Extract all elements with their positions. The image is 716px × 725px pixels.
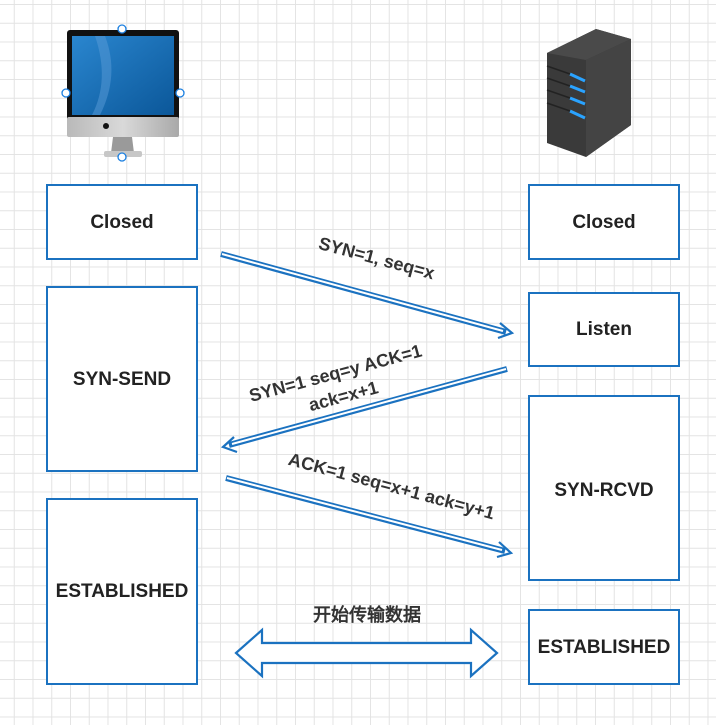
server-state-listen[interactable]: Listen [528,292,680,367]
server-state-syn-rcvd[interactable]: SYN-RCVD [528,395,680,581]
client-state-established[interactable]: ESTABLISHED [46,498,198,685]
data-transfer-arrow[interactable] [234,627,499,679]
state-label: Closed [90,212,153,233]
state-label: SYN-RCVD [554,480,653,501]
ack-arrow[interactable] [225,475,514,559]
state-label: Closed [572,212,635,233]
syn-ack-arrow[interactable] [220,366,508,454]
state-label: Listen [576,319,632,340]
server-tower-icon [546,29,631,157]
client-state-closed[interactable]: Closed [46,184,198,260]
server-state-established[interactable]: ESTABLISHED [528,609,680,685]
state-label: ESTABLISHED [56,581,189,602]
state-label: ESTABLISHED [538,637,671,658]
data-transfer-label: 开始传输数据 [313,604,421,625]
syn-arrow[interactable] [220,251,515,340]
imac-computer-icon[interactable] [61,24,185,162]
syn-message-label: SYN=1, seq=x [316,233,436,283]
resize-handle-right[interactable] [175,88,185,98]
resize-handle-bottom[interactable] [117,152,127,162]
resize-handle-left[interactable] [61,88,71,98]
state-label: SYN-SEND [73,369,171,390]
ack-message-label: ACK=1 seq=x+1 ack=y+1 [286,449,497,523]
server-state-closed[interactable]: Closed [528,184,680,260]
client-state-syn-send[interactable]: SYN-SEND [46,286,198,472]
resize-handle-top[interactable] [117,24,127,34]
